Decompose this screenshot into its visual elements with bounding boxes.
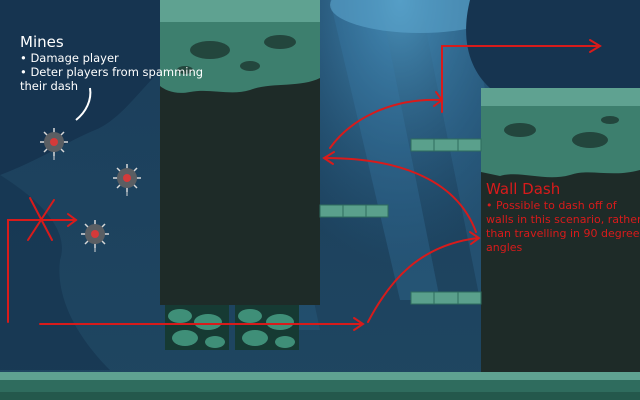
mossy-blocks bbox=[165, 305, 299, 350]
mines-bullet: • Deter players from spamming their dash bbox=[20, 65, 204, 93]
mines-pointer-line bbox=[75, 87, 92, 121]
wall-dash-bullet-list: • Possible to dash off of walls in this … bbox=[486, 199, 640, 255]
mine bbox=[113, 164, 141, 196]
cave-silhouettes bbox=[0, 0, 640, 175]
mine bbox=[81, 220, 109, 252]
mines-bullet: • Damage player bbox=[20, 51, 119, 65]
floating-platforms bbox=[319, 138, 482, 305]
platform bbox=[410, 138, 482, 152]
central-rock-column bbox=[160, 0, 320, 305]
wall-dash-title: Wall Dash bbox=[486, 180, 561, 198]
platform bbox=[319, 204, 389, 218]
wall-dash-bullet: • Possible to dash off of walls in this … bbox=[486, 199, 640, 254]
platform bbox=[410, 291, 482, 305]
dash-path-arrows bbox=[7, 39, 602, 331]
mines-bullet-list: • Damage player • Deter players from spa… bbox=[20, 51, 210, 93]
mine bbox=[40, 128, 68, 160]
mines-title: Mines bbox=[20, 33, 64, 51]
ground bbox=[0, 372, 640, 400]
right-rock-wall bbox=[481, 88, 640, 400]
